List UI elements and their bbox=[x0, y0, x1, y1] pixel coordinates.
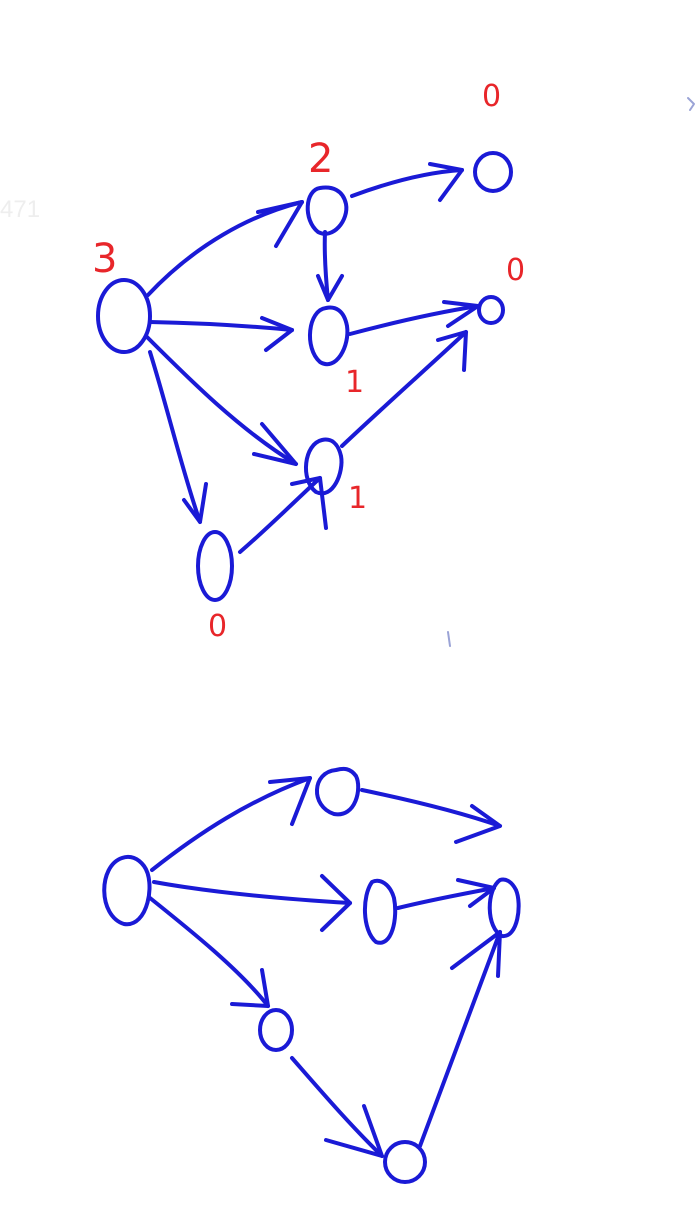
edge-bottom-B-out bbox=[360, 788, 502, 844]
edge-top-D-E bbox=[348, 300, 480, 336]
node-bottom-F bbox=[383, 1140, 427, 1184]
node-bottom-A bbox=[102, 854, 152, 927]
edge-top-A-B bbox=[146, 200, 304, 297]
stray-mark-edge bbox=[687, 97, 695, 111]
graph-top: 3 2 0 1 0 1 0 bbox=[92, 79, 525, 644]
node-label-top-E: 0 bbox=[506, 253, 525, 288]
edge-top-F-E bbox=[340, 330, 468, 448]
node-bottom-B bbox=[315, 766, 361, 817]
edge-bottom-A-E bbox=[148, 896, 270, 1008]
watermark-text: 471 bbox=[0, 196, 41, 223]
node-top-C: 0 bbox=[473, 79, 513, 193]
node-top-D: 1 bbox=[307, 305, 364, 400]
edge-bottom-F-D bbox=[418, 930, 502, 1148]
node-bottom-E bbox=[258, 1008, 294, 1052]
node-bottom-D bbox=[487, 877, 521, 938]
node-label-top-G: 0 bbox=[208, 609, 227, 644]
edge-top-A-G bbox=[148, 350, 208, 524]
node-top-G: 0 bbox=[196, 530, 234, 644]
stray-mark bbox=[447, 631, 451, 647]
node-label-top-B: 2 bbox=[308, 136, 333, 182]
edge-bottom-E-F bbox=[290, 1056, 384, 1158]
edge-top-B-C bbox=[350, 162, 464, 202]
edge-top-G-F bbox=[238, 476, 328, 554]
node-label-top-A: 3 bbox=[92, 236, 117, 282]
edge-top-A-F bbox=[144, 334, 298, 466]
node-bottom-C bbox=[362, 878, 398, 945]
node-label-top-C: 0 bbox=[482, 79, 501, 114]
edge-bottom-A-C bbox=[152, 874, 352, 932]
graph-bottom bbox=[102, 766, 521, 1184]
node-top-E: 0 bbox=[477, 253, 525, 325]
node-top-B: 2 bbox=[305, 136, 349, 236]
edge-top-A-D bbox=[148, 316, 294, 352]
node-top-A: 3 bbox=[92, 236, 152, 354]
edge-bottom-A-B bbox=[150, 776, 312, 872]
edge-bottom-C-D bbox=[396, 878, 496, 910]
edge-top-B-D bbox=[316, 230, 344, 302]
node-label-top-D: 1 bbox=[345, 365, 364, 400]
node-top-F: 1 bbox=[303, 437, 367, 516]
node-label-top-F: 1 bbox=[348, 481, 367, 516]
